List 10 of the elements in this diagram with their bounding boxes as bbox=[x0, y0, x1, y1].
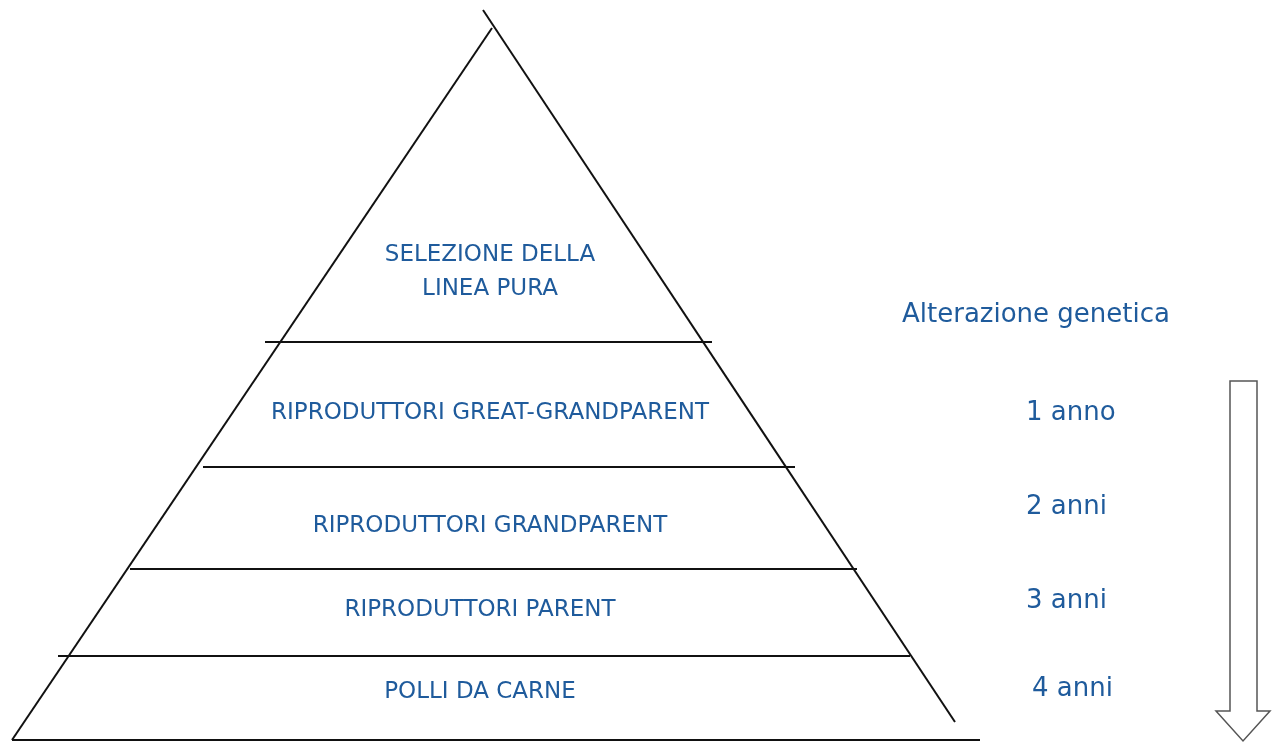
year-label: 2 anni bbox=[1026, 490, 1107, 520]
pyramid-tier-label: RIPRODUTTORI GREAT-GRANDPARENT bbox=[180, 390, 800, 432]
pyramid-tier-label: RIPRODUTTORI PARENT bbox=[250, 587, 710, 629]
year-label: 4 anni bbox=[1032, 672, 1113, 702]
pyramid-tier-label: SELEZIONE DELLA LINEA PURA bbox=[380, 215, 600, 325]
pyramid-tier-label: POLLI DA CARNE bbox=[250, 670, 710, 710]
year-label: 1 anno bbox=[1026, 396, 1116, 426]
pyramid-tier-label: RIPRODUTTORI GRANDPARENT bbox=[220, 503, 760, 545]
axis-caption: Alterazione genetica bbox=[902, 298, 1170, 328]
year-label: 3 anni bbox=[1026, 584, 1107, 614]
